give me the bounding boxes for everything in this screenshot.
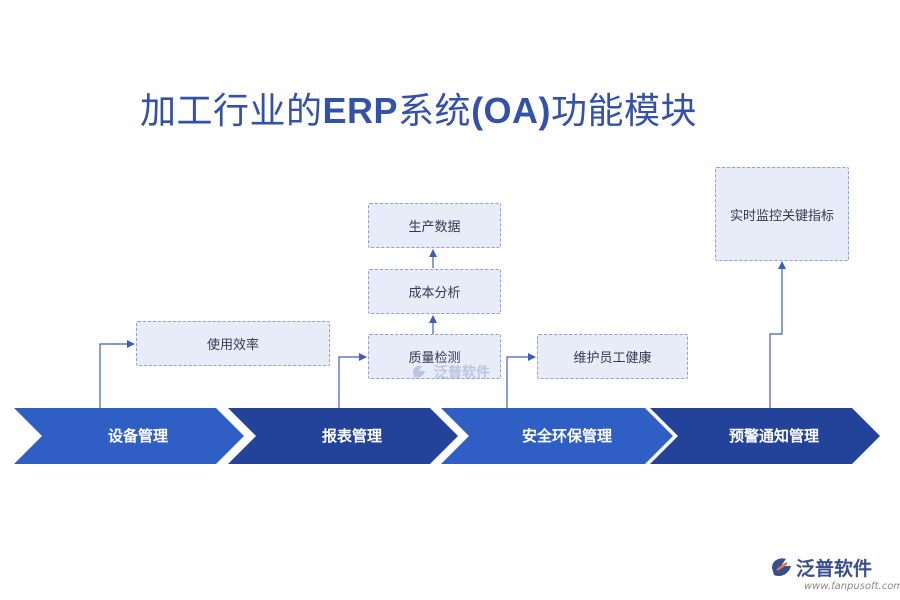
box-employee-health-label: 维护员工健康 — [573, 351, 652, 366]
brand-logo: 泛普软件 www.fanpusoft.com — [768, 552, 900, 596]
stage-chevron-2 — [228, 408, 458, 464]
stage-label-3: 安全环保管理 — [521, 427, 612, 445]
box-employee-health: 维护员工健康 — [537, 334, 688, 379]
stage-label-2: 报表管理 — [321, 427, 382, 445]
box-usage-efficiency: 使用效率 — [136, 321, 330, 366]
box-realtime-kpi-label: 实时监控关键指标 — [729, 208, 834, 224]
fanpu-logo-icon — [413, 365, 425, 378]
stage-chevron-1 — [14, 408, 244, 464]
title-middle: 系统 — [398, 91, 472, 132]
title-oa: (OA) — [471, 90, 552, 131]
connector-report-quality — [338, 353, 367, 408]
box-quality-inspection-label: 质量检测 — [408, 351, 461, 366]
box-cost-analysis-label: 成本分析 — [408, 286, 461, 301]
title-suffix: 功能模块 — [551, 91, 698, 132]
box-production-data-label: 生产数据 — [408, 220, 461, 235]
stage-chevron-3 — [441, 408, 673, 464]
connector-safety-health — [506, 353, 536, 408]
page-title: 加工行业的ERP系统(OA)功能模块 — [140, 86, 760, 136]
box-production-data: 生产数据 — [368, 203, 501, 248]
box-usage-efficiency-label: 使用效率 — [206, 338, 259, 353]
stage-chevron-4 — [650, 408, 880, 464]
title-erp: ERP — [322, 90, 399, 131]
logo-url: www.fanpusoft.com — [804, 581, 900, 592]
box-realtime-kpi: 实时监控关键指标 — [715, 167, 849, 261]
box-quality-inspection: 质量检测 — [368, 334, 501, 379]
connector-alert-kpi — [769, 261, 786, 408]
connector-equipment-efficiency — [99, 340, 135, 408]
watermark-center-text: 泛普软件 — [434, 365, 490, 381]
watermark-center: 泛普软件 — [410, 360, 510, 384]
title-prefix: 加工行业的 — [140, 91, 323, 132]
fanpu-brand-icon — [772, 558, 791, 576]
stage-label-1: 设备管理 — [107, 427, 168, 445]
stage-label-4: 预警通知管理 — [728, 427, 819, 445]
box-cost-analysis: 成本分析 — [368, 269, 501, 314]
logo-text: 泛普软件 — [796, 558, 873, 580]
